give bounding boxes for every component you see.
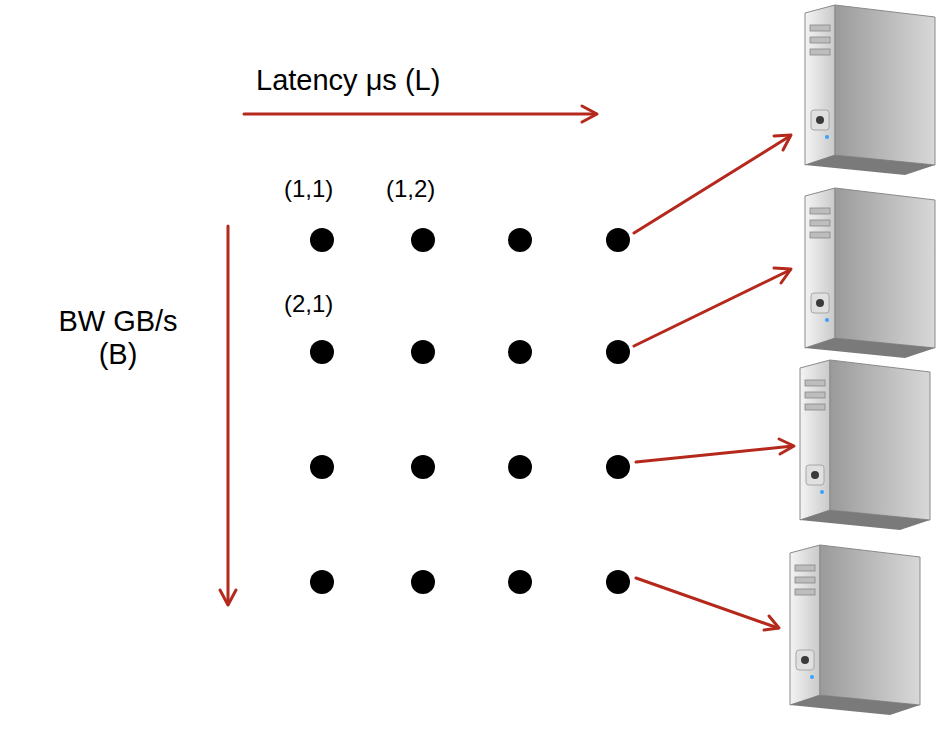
server-icon <box>800 360 930 530</box>
axis-label: Latency μs (L) <box>256 64 440 97</box>
axis-label: BW GB/s (B) <box>53 305 183 372</box>
coordinate-label: (2,1) <box>284 290 333 318</box>
dot-grid <box>310 228 630 594</box>
coordinate-label: (1,2) <box>386 175 435 203</box>
coordinate-label: (1,1) <box>284 175 333 203</box>
server-icon <box>805 5 935 175</box>
server-icon <box>790 545 920 715</box>
server-icon <box>805 188 935 358</box>
arrows <box>220 106 794 630</box>
